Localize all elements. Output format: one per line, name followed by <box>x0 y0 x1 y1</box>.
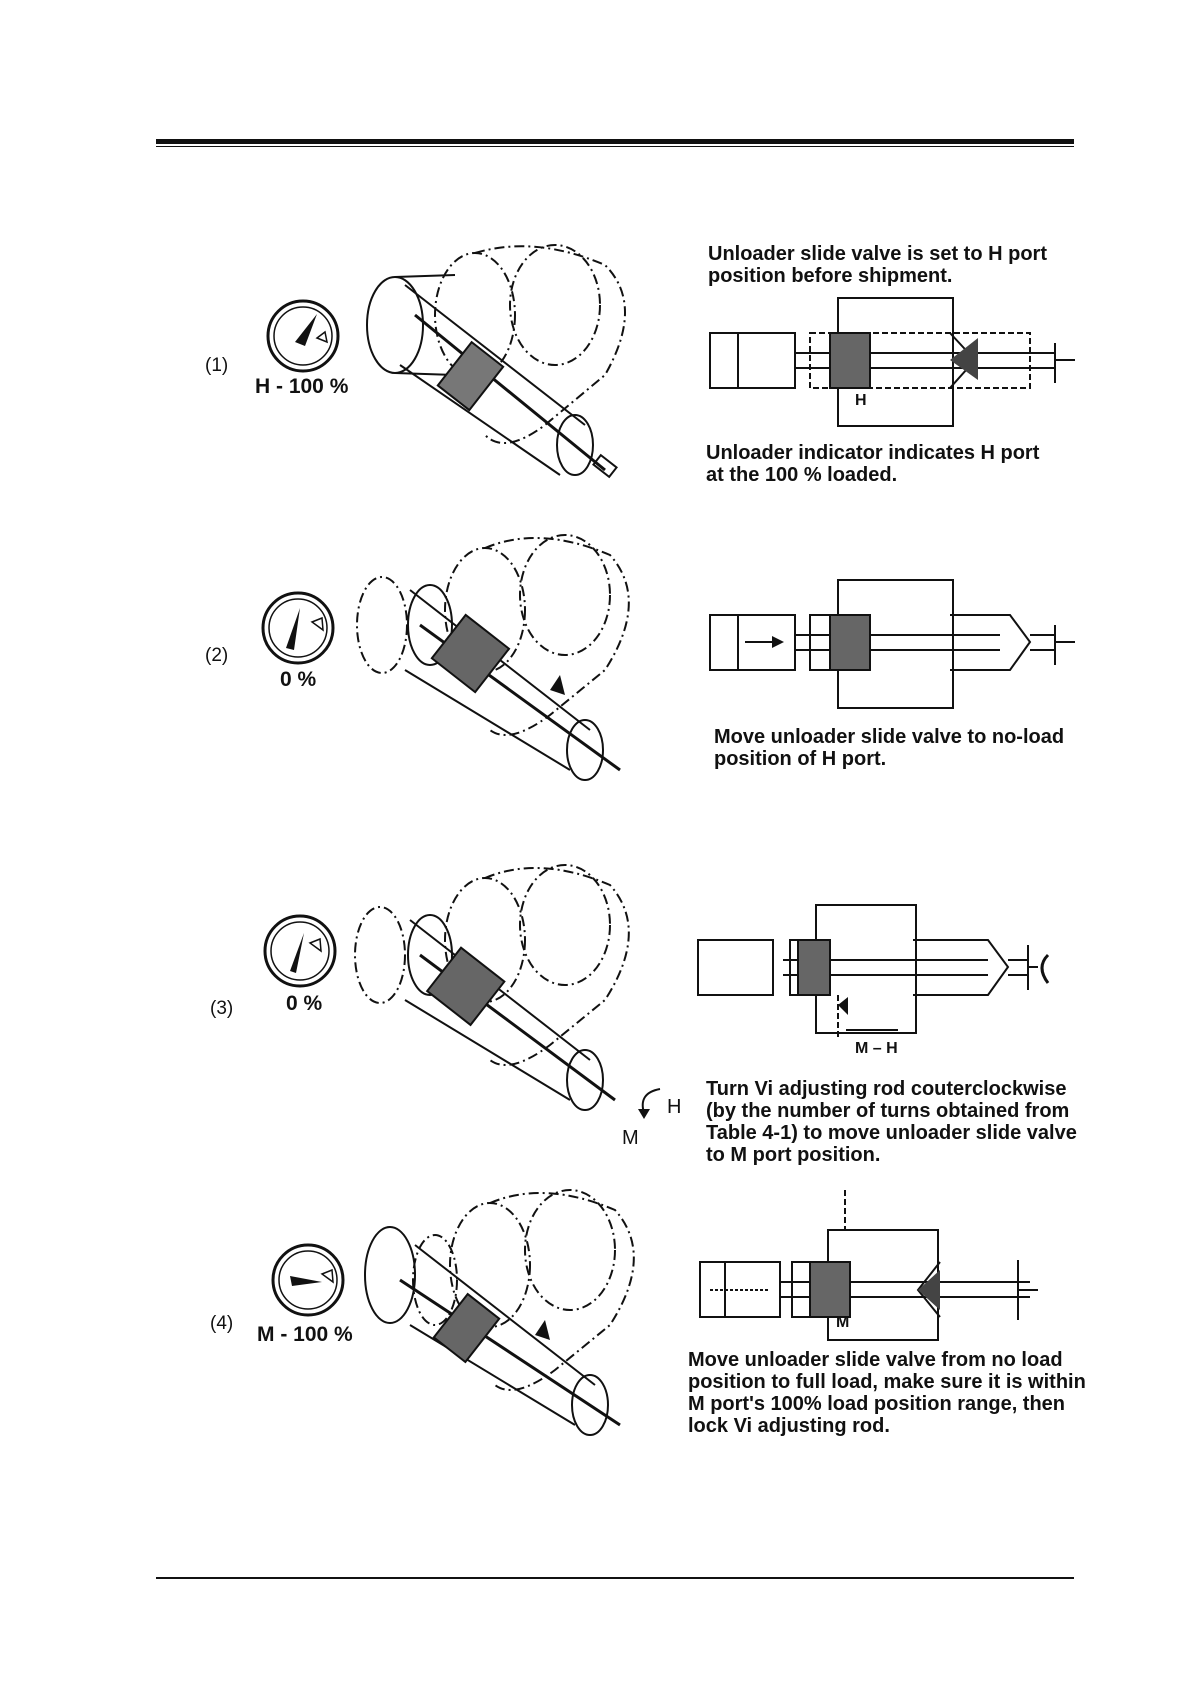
top-rule <box>156 139 1074 144</box>
slide-valve-diagram-icon <box>698 905 1078 1045</box>
rotation-arrow-icon <box>638 1083 670 1119</box>
step-2-caption-bottom: Move unloader slide valve to no-load pos… <box>714 726 1065 770</box>
step-3-port-label: M – H <box>855 1040 898 1057</box>
step-1-caption-bottom: Unloader indicator indicates H port at t… <box>706 442 1040 486</box>
load-gauge-icon <box>260 590 340 670</box>
step-1-gauge-label: H - 100 % <box>255 375 349 398</box>
bottom-rule <box>156 1577 1074 1579</box>
compressor-cutaway-icon <box>350 530 650 790</box>
compressor-cutaway-icon <box>350 865 650 1115</box>
rotation-m-label: M <box>622 1127 639 1149</box>
step-1-caption-top: Unloader slide valve is set to H port po… <box>708 243 1047 287</box>
step-1-number: (1) <box>205 355 229 376</box>
slide-valve-diagram-icon <box>710 298 1090 428</box>
step-4-gauge-label: M - 100 % <box>257 1323 353 1346</box>
step-3-gauge-label: 0 % <box>286 992 323 1015</box>
step-4-number: (4) <box>210 1313 234 1334</box>
load-gauge-icon <box>270 1242 350 1322</box>
top-rule-thin <box>156 146 1074 147</box>
slide-valve-diagram-icon <box>710 580 1090 710</box>
step-3-number: (3) <box>210 998 234 1019</box>
compressor-cutaway-icon <box>355 245 655 495</box>
step-4-caption-bottom: Move unloader slide valve from no load p… <box>688 1349 1086 1437</box>
step-1-port-label: H <box>855 392 867 409</box>
load-gauge-icon <box>265 298 345 378</box>
compressor-cutaway-icon <box>355 1190 655 1440</box>
step-2-number: (2) <box>205 645 229 666</box>
rotation-h-label: H <box>667 1096 682 1118</box>
step-3-caption-bottom: Turn Vi adjusting rod couterclockwise (b… <box>706 1078 1077 1166</box>
load-gauge-icon <box>262 913 342 993</box>
slide-valve-diagram-icon <box>700 1190 1080 1340</box>
step-4-port-label: M <box>836 1314 850 1331</box>
step-2-gauge-label: 0 % <box>280 668 317 691</box>
